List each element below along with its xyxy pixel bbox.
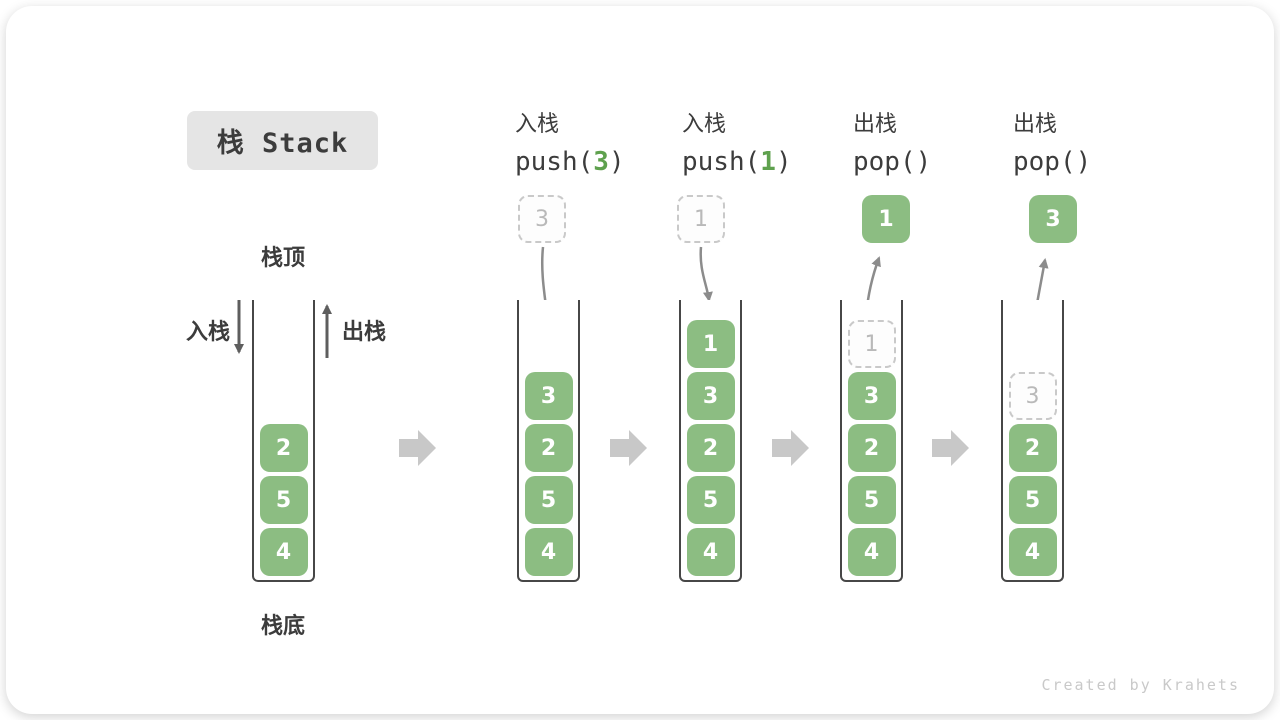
op-code-text: pop() [1013,147,1091,177]
stack-bottom-label: 栈底 [260,614,305,639]
stack-cell: 4 [1008,528,1057,576]
stack-cell: 2 [847,424,896,472]
stack-cell: 5 [1008,476,1057,524]
title-badge: 栈 Stack [187,111,378,170]
title-text: 栈 Stack [216,128,349,159]
stack-cell: 4 [847,528,896,576]
code-post: ) [1075,147,1092,177]
floating-value-ghost: 1 [677,195,725,243]
stack-cell-ghost: 1 [847,320,896,368]
code-post: ) [915,147,932,177]
floating-value-popped: 3 [1029,195,1077,243]
stack-cell-ghost: 3 [1008,372,1057,420]
op-zh-text: 出栈 [1013,112,1058,137]
stack-cell: 5 [524,476,573,524]
stack-cell: 2 [1008,424,1057,472]
op-zh-text: 入栈 [682,112,727,137]
stack-cell: 2 [686,424,735,472]
stack-cell: 2 [259,424,308,472]
code-pre: push( [515,147,594,177]
code-pre: pop( [1013,147,1076,177]
op-label-pop-1: 出栈 pop() [853,106,931,177]
stack-cell: 3 [524,372,573,420]
code-pre: push( [682,147,761,177]
push-side-label: 入栈 [186,320,231,345]
op-code-text: pop() [853,147,931,177]
code-pre: pop( [853,147,916,177]
stack-cell: 5 [259,476,308,524]
floating-value-popped: 1 [862,195,910,243]
stack-top-label: 栈顶 [260,246,305,271]
stack-cell: 3 [847,372,896,420]
op-code-text: push(1) [682,147,792,177]
stack-cell: 2 [524,424,573,472]
stack-cell: 4 [259,528,308,576]
code-arg: 3 [593,147,609,177]
op-zh-text: 出栈 [853,112,898,137]
code-arg: 1 [760,147,776,177]
pop-side-label: 出栈 [342,320,387,345]
stack-cell: 3 [686,372,735,420]
op-label-push-1: 入栈 push(1) [682,106,792,177]
code-post: ) [608,147,625,177]
stack-cell: 4 [686,528,735,576]
op-code-text: push(3) [515,147,625,177]
stack-cell: 5 [686,476,735,524]
op-label-push-3: 入栈 push(3) [515,106,625,177]
floating-value-ghost: 3 [518,195,566,243]
stack-cell: 5 [847,476,896,524]
code-post: ) [775,147,792,177]
op-label-pop-3: 出栈 pop() [1013,106,1091,177]
stack-cell: 1 [686,320,735,368]
stack-cell: 4 [524,528,573,576]
credit-text: Created by Krahets [1041,676,1240,694]
op-zh-text: 入栈 [515,112,560,137]
